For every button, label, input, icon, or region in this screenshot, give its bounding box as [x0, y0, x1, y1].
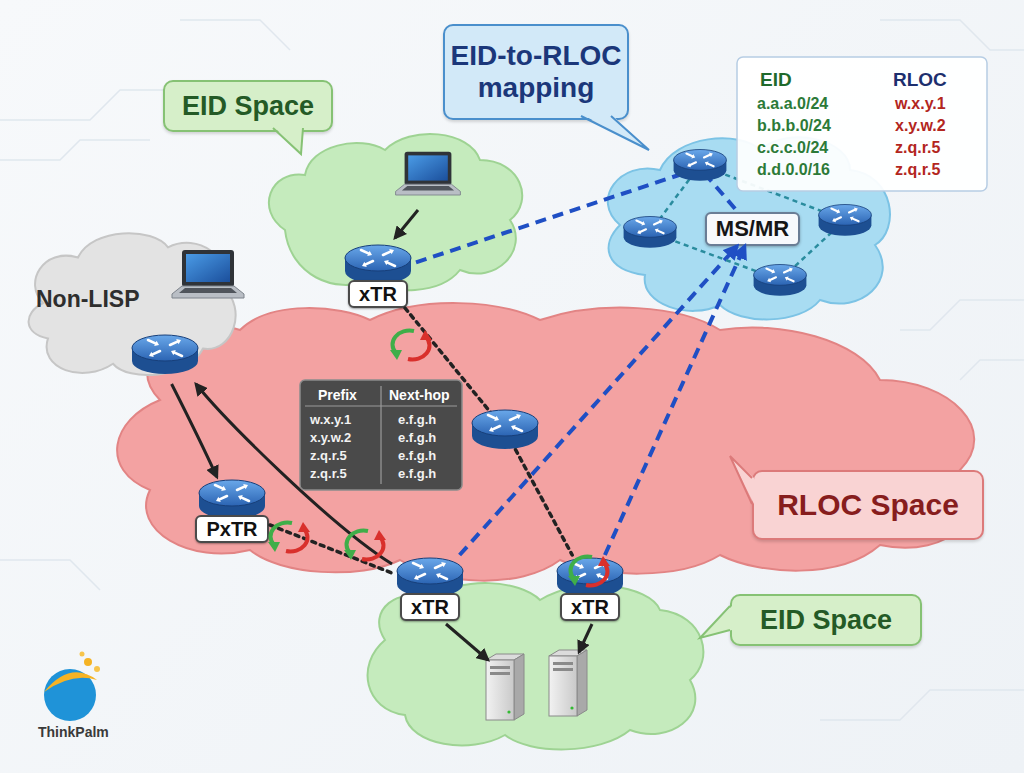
server	[549, 650, 587, 716]
router	[132, 335, 198, 374]
connector	[605, 246, 745, 555]
table-cell: e.f.g.h	[398, 466, 436, 482]
routing-table	[300, 380, 462, 490]
table-cell: x.y.w.2	[895, 116, 946, 135]
table-cell: e.f.g.h	[398, 430, 436, 446]
router-icon-shape	[557, 558, 623, 597]
callout-tail-fill	[273, 126, 303, 154]
callout-box: EID Space	[730, 594, 922, 646]
router-icon-shape	[397, 558, 463, 597]
table-cell: w.x.y.1	[310, 412, 351, 428]
connector	[270, 525, 392, 573]
router	[819, 205, 872, 236]
host-arrow	[395, 210, 418, 238]
router	[754, 265, 807, 296]
sync-arrows	[268, 522, 310, 552]
router	[624, 217, 677, 248]
connector	[460, 246, 738, 555]
table-header: EID	[760, 69, 792, 90]
map-server-box: MS/MR	[705, 212, 800, 246]
callout-text: EID Space	[760, 605, 892, 636]
router-label: PxTR	[195, 515, 268, 543]
callout-tail-edge	[273, 128, 303, 154]
table-rule	[305, 405, 457, 406]
table-cell: e.f.g.h	[398, 412, 436, 428]
xtr-router: xTR	[340, 242, 416, 308]
router-label: xTR	[348, 280, 408, 308]
table-box	[300, 380, 462, 490]
eid-cloud-bottom	[368, 583, 704, 749]
logo-circle	[44, 669, 96, 721]
callout-box: EID Space	[163, 80, 333, 132]
xtr-router: xTR	[392, 555, 468, 621]
table-header: Next-hop	[389, 387, 450, 404]
sync-arrows	[390, 330, 432, 360]
map-server-label: MS/MR	[716, 216, 789, 242]
router-label: xTR	[560, 593, 620, 621]
logo-swoosh	[44, 672, 97, 692]
table-cell: a.a.a.0/24	[757, 94, 828, 113]
table-rule	[380, 386, 381, 484]
logo-dot	[80, 652, 85, 657]
laptop	[396, 152, 461, 195]
callout-tail-fill	[700, 606, 732, 638]
xtr-router: xTR	[552, 555, 628, 621]
sync-arrows	[568, 556, 610, 586]
sync-arrows	[344, 530, 386, 560]
host-arrow	[579, 624, 592, 652]
table-header: Prefix	[318, 387, 357, 404]
callout-text: EID-to-RLOC mapping	[448, 40, 624, 104]
router-icon-shape	[199, 480, 265, 519]
table-cell: x.y.w.2	[310, 430, 351, 446]
router-label: xTR	[400, 593, 460, 621]
callout-tail-fill	[581, 114, 649, 150]
table-header: RLOC	[893, 69, 947, 90]
router	[674, 150, 727, 181]
callout-tail-fill	[730, 456, 754, 504]
table-cell: d.d.0.0/16	[757, 160, 830, 179]
connector	[416, 168, 738, 262]
callout-text: RLOC Space	[777, 488, 959, 522]
table-cell: w.x.y.1	[895, 94, 946, 113]
router	[472, 410, 538, 449]
server	[486, 654, 524, 720]
brand-logo	[44, 652, 100, 722]
logo-dot	[84, 658, 92, 666]
mapping-table	[737, 57, 987, 191]
host-arrow	[446, 624, 488, 660]
callout-tail-edge	[581, 116, 649, 150]
logo-dot	[94, 666, 100, 672]
eid-cloud-top	[269, 134, 522, 290]
laptop	[172, 250, 244, 298]
table-cell: c.c.c.0/24	[757, 138, 828, 157]
callout-tail-edge	[730, 456, 752, 504]
table-box	[737, 57, 987, 191]
non-lisp-cloud: Non-LISP	[18, 222, 243, 384]
callout-box: EID-to-RLOC mapping	[443, 24, 629, 120]
callout-box: RLOC Space	[752, 470, 984, 540]
table-cell: z.q.r.5	[310, 466, 347, 482]
callout-text: EID Space	[182, 91, 314, 122]
cloud-label: Non-LISP	[36, 286, 140, 313]
callout-tail-edge	[700, 606, 730, 638]
brand-name: ThinkPalm	[38, 724, 109, 740]
connector	[172, 384, 217, 477]
table-cell: z.q.r.5	[895, 160, 940, 179]
table-cell: e.f.g.h	[398, 448, 436, 464]
table-cell: z.q.r.5	[310, 448, 347, 464]
router-icon-shape	[345, 245, 411, 284]
table-cell: b.b.b.0/24	[757, 116, 831, 135]
pxtr-router: PxTR	[194, 477, 270, 543]
table-cell: z.q.r.5	[895, 138, 940, 157]
